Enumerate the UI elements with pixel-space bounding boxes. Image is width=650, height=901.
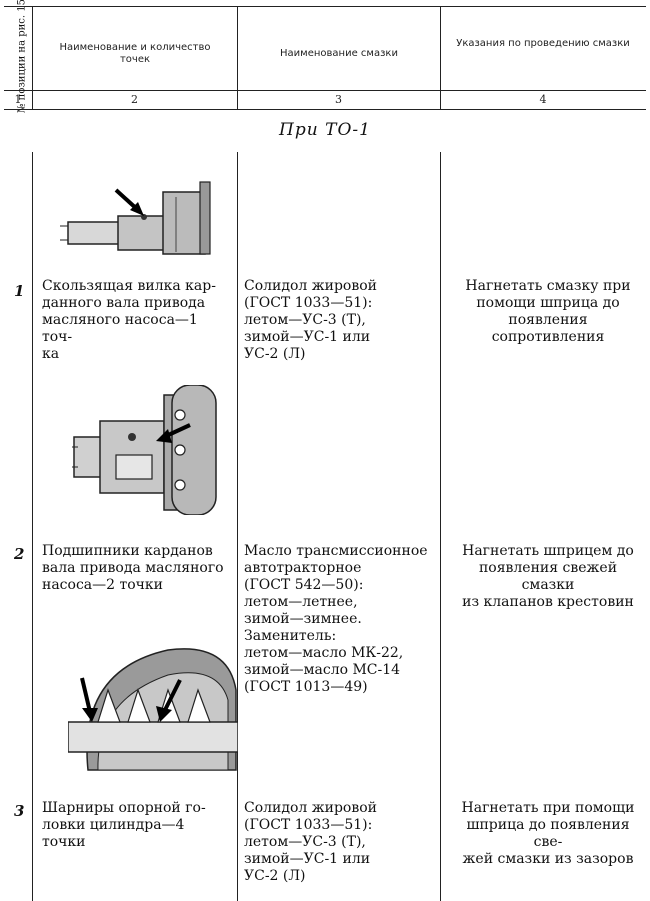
body-col-divider-1 (32, 152, 33, 901)
row-1-name: Скользящая вилка кар- данного вала приво… (42, 278, 216, 362)
header-bottom-rule (4, 109, 646, 110)
row-3-lubricant: Солидол жировой (ГОСТ 1033—51): летом—УС… (244, 800, 377, 884)
row-2-lubricant: Масло трансмиссионное автотракторное (ГО… (244, 543, 428, 695)
row-3-number: 3 (14, 802, 25, 820)
support-head-hinges-illustration (68, 648, 238, 771)
header-mid-rule (4, 90, 646, 91)
header-col-divider-3 (440, 6, 441, 110)
header-col-divider-1 (32, 6, 33, 110)
section-title: При ТО-1 (279, 120, 371, 140)
row-1-lubricant: Солидол жировой (ГОСТ 1033—51): летом—УС… (244, 278, 377, 362)
col2-number: 2 (131, 93, 138, 106)
row-3-instructions: Нагнетать при помощи шприца до появления… (461, 800, 635, 867)
row-3-name: Шарниры опорной го- ловки цилиндра—4 точ… (42, 800, 206, 850)
col2-title: Наименование и количество точек (59, 42, 211, 65)
sliding-yoke-illustration (60, 181, 211, 255)
table-header: № позиции на рис. 15 Наименование и коли… (4, 0, 646, 113)
col4-number: 4 (539, 93, 547, 106)
col3-number: 3 (335, 93, 342, 106)
row-2-number: 2 (14, 545, 25, 563)
row-1-number: 1 (14, 282, 25, 300)
col1-title: № позиции на рис. 15 (16, 0, 28, 113)
body-col-divider-2 (237, 152, 238, 901)
row-1-instructions: Нагнетать смазку при помощи шприца до по… (465, 278, 631, 345)
col3-title: Наименование смазки (280, 48, 398, 59)
header-top-rule (4, 6, 646, 7)
col4-title: Указания по проведению смазки (456, 38, 630, 49)
row-2-instructions: Нагнетать шприцем до появления свежей см… (462, 543, 634, 610)
body-col-divider-3 (440, 152, 441, 901)
cardan-bearings-illustration (72, 385, 217, 515)
col1-number: 1 (14, 93, 22, 106)
header-col-divider-2 (237, 6, 238, 110)
row-2-name: Подшипники карданов вала привода масляно… (42, 543, 224, 593)
